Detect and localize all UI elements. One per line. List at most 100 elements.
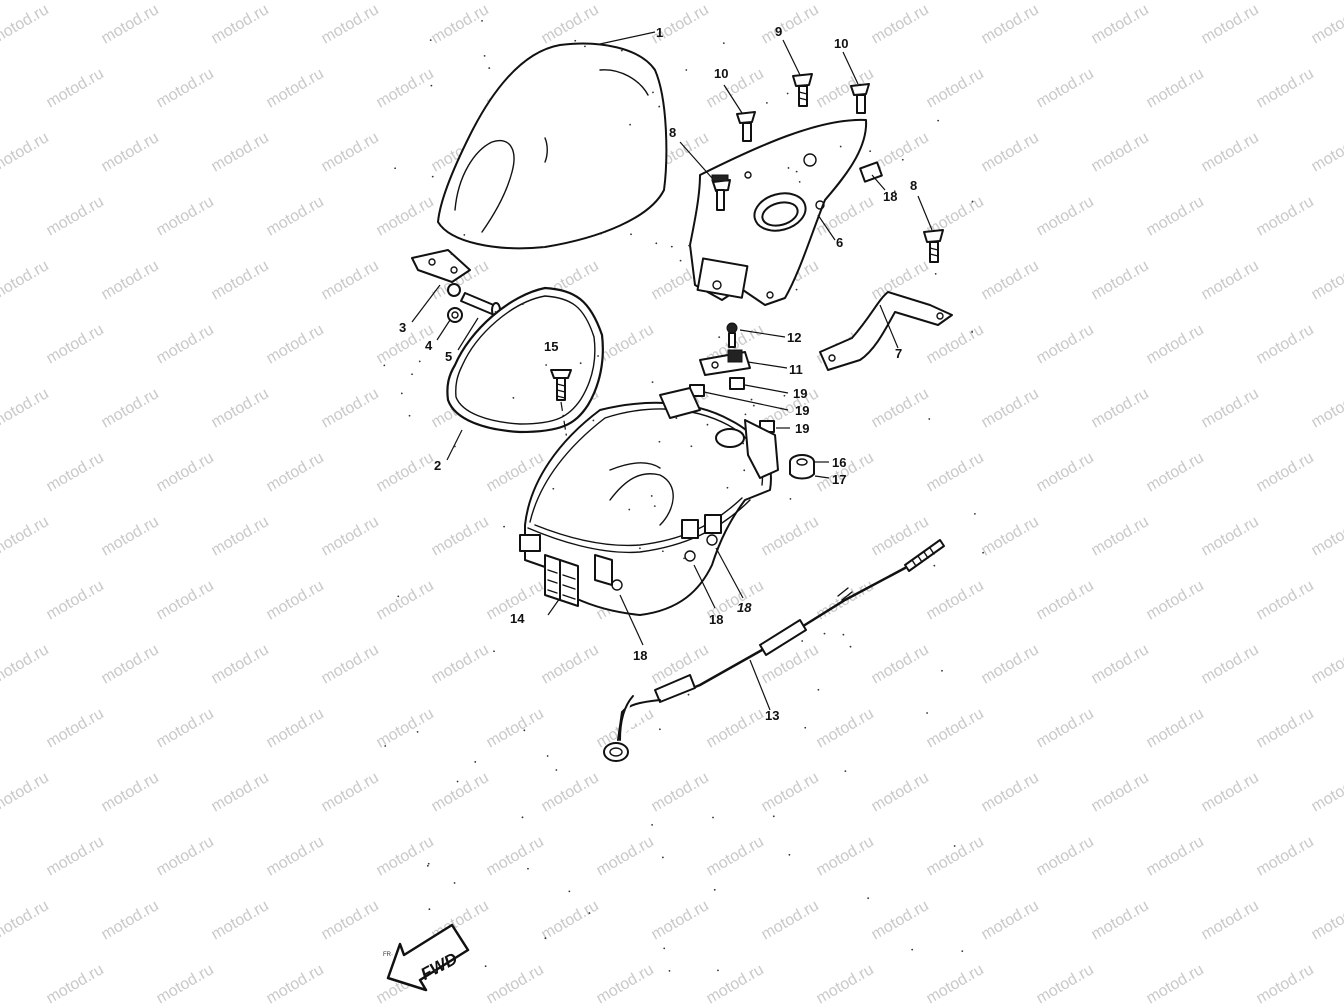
scan-dot xyxy=(842,633,845,636)
watermark-text: motod.ru xyxy=(209,257,272,303)
watermark-text: motod.ru xyxy=(594,961,657,1007)
watermark-text: motod.ru xyxy=(1199,641,1262,687)
scan-dot xyxy=(394,167,397,170)
scan-dot xyxy=(431,175,434,178)
scan-dot xyxy=(661,550,664,553)
scan-dot xyxy=(750,398,753,401)
watermark-text: motod.ru xyxy=(924,65,987,111)
scan-dot xyxy=(484,965,487,968)
watermark-text: motod.ru xyxy=(99,769,162,815)
watermark-text: motod.ru xyxy=(374,705,437,751)
scan-dot xyxy=(893,190,896,193)
part-bolt-8-left xyxy=(711,174,731,211)
scan-dot xyxy=(397,595,400,598)
part-bolt-9 xyxy=(792,73,813,107)
callout-15: 15 xyxy=(544,339,558,354)
scan-dot xyxy=(584,45,586,48)
scan-dot xyxy=(521,303,524,306)
watermark-text: motod.ru xyxy=(649,897,712,943)
scan-dots xyxy=(383,19,984,972)
fwd-small-text: FR· xyxy=(383,952,393,958)
watermark-text: motod.ru xyxy=(0,513,52,559)
watermark-text: motod.ru xyxy=(1089,641,1152,687)
scan-dot xyxy=(772,815,775,818)
callout-8-right: 8 xyxy=(910,178,917,193)
watermark-text: motod.ru xyxy=(99,1,162,47)
scan-dot xyxy=(911,948,914,951)
watermark-text: motod.ru xyxy=(44,961,107,1007)
scan-dot xyxy=(679,259,682,262)
fwd-arrow-icon xyxy=(386,923,470,992)
watermark-text: motod.ru xyxy=(0,1,52,47)
watermark-text: motod.ru xyxy=(154,193,217,239)
scan-dot xyxy=(717,969,719,972)
watermark-text: motod.ru xyxy=(1199,897,1262,943)
watermark-text: motod.ru xyxy=(99,257,162,303)
scan-dot xyxy=(928,418,931,420)
watermark-text: motod.ru xyxy=(1199,257,1262,303)
scan-dot xyxy=(428,908,431,911)
scan-dot xyxy=(630,233,632,236)
scan-dot xyxy=(503,525,505,528)
watermark-text: motod.ru xyxy=(1199,129,1262,175)
scan-dot xyxy=(687,693,690,696)
watermark-text: motod.ru xyxy=(1144,193,1207,239)
watermark-text: motod.ru xyxy=(99,641,162,687)
watermark-text: motod.ru xyxy=(154,705,217,751)
watermark-text: motod.ru xyxy=(154,833,217,879)
watermark-text: motod.ru xyxy=(0,897,52,943)
scan-dot xyxy=(783,394,786,397)
scan-dot xyxy=(481,19,483,22)
scan-dot xyxy=(661,856,664,859)
watermark-text: motod.ru xyxy=(99,513,162,559)
watermark-text: motod.ru xyxy=(319,1,382,47)
part-bolt-10-right xyxy=(850,83,870,114)
scan-dot xyxy=(411,373,413,376)
watermark-text: motod.ru xyxy=(319,257,382,303)
scan-dot xyxy=(430,84,433,87)
watermark-text: motod.ru xyxy=(99,129,162,175)
watermark-text: motod.ru xyxy=(759,769,822,815)
watermark-text: motod.ru xyxy=(0,641,52,687)
watermark-text: motod.ru xyxy=(539,897,602,943)
scan-dot xyxy=(383,364,386,367)
callout-10-right: 10 xyxy=(834,36,848,51)
watermark-text: motod.ru xyxy=(264,577,327,623)
part-nut-18-top xyxy=(859,161,883,183)
part-grommet xyxy=(789,454,815,480)
watermark-text: motod.ru xyxy=(1144,577,1207,623)
scan-dot xyxy=(683,557,685,560)
watermark-text: motod.ru xyxy=(1034,705,1097,751)
scan-dot xyxy=(450,253,453,256)
watermark-text: motod.ru xyxy=(869,385,932,431)
leader-lines xyxy=(411,31,933,711)
scan-dot xyxy=(752,404,755,407)
watermark-text: motod.ru xyxy=(209,769,272,815)
watermark-text: motod.ru xyxy=(429,513,492,559)
scan-dot xyxy=(849,645,852,648)
part-bolt-15 xyxy=(550,369,572,401)
watermark-text: motod.ru xyxy=(979,641,1042,687)
scan-dot xyxy=(658,440,661,443)
watermark-text: motod.ru xyxy=(1089,897,1152,943)
callout-17: 17 xyxy=(832,472,846,487)
scan-dot xyxy=(453,882,456,884)
scan-dot xyxy=(579,362,582,365)
scan-dot xyxy=(685,69,688,71)
watermark-text: motod.ru xyxy=(374,449,437,495)
watermark-text: motod.ru xyxy=(1089,769,1152,815)
scan-dot xyxy=(555,769,558,771)
watermark-text: motod.ru xyxy=(319,769,382,815)
scan-dot xyxy=(869,150,872,153)
watermark-text: motod.ru xyxy=(814,705,877,751)
scan-dot xyxy=(384,745,387,747)
watermark-text: motod.ru xyxy=(539,1,602,47)
scan-dot xyxy=(546,755,549,757)
watermark-text: motod.ru xyxy=(869,897,932,943)
scan-dot xyxy=(434,970,437,972)
watermark-text: motod.ru xyxy=(1254,961,1317,1007)
watermark-text: motod.ru xyxy=(0,129,52,175)
scan-dot xyxy=(937,119,940,122)
watermark-text: motod.ru xyxy=(44,193,107,239)
